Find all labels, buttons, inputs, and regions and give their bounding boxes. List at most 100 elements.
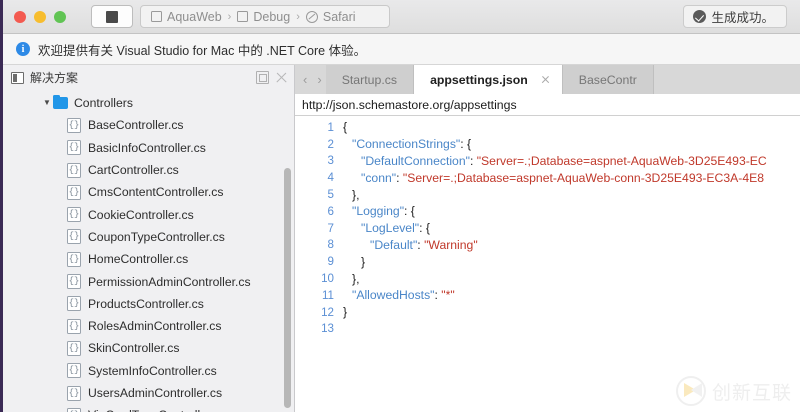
tree-file-usersadmincontroller-cs[interactable]: {} UsersAdminController.cs	[3, 382, 294, 404]
tree-file-basecontroller-cs[interactable]: {}BaseController.cs	[3, 114, 294, 136]
json-value: "Warning"	[424, 237, 478, 252]
stop-button[interactable]	[91, 5, 133, 28]
project-square-icon	[151, 11, 162, 22]
code-line[interactable]: 3"DefaultConnection": "Server=.;Database…	[295, 153, 800, 170]
line-number: 10	[321, 272, 334, 286]
csharp-file-icon: {}	[67, 184, 81, 200]
csharp-file-icon: {}	[67, 229, 81, 245]
tree-file-skincontroller-cs[interactable]: {}SkinController.cs	[3, 337, 294, 359]
json-punctuation: },	[352, 187, 360, 202]
csharp-file-icon: {}	[67, 140, 81, 156]
sidebar-scrollbar[interactable]	[284, 168, 291, 408]
tree-file-cmscontentcontroller-cs[interactable]: {}CmsContentController.cs	[3, 181, 294, 203]
tab-basecontr[interactable]: BaseContr	[562, 65, 654, 94]
csharp-file-icon: {}	[67, 318, 81, 334]
code-line[interactable]: 13	[295, 321, 800, 338]
code-line-text: "conn": "Server=.;Database=aspnet-AquaWe…	[343, 171, 764, 185]
json-key: "conn"	[361, 170, 397, 185]
json-punctuation: : {	[419, 221, 430, 236]
tree-file-basicinfocontroller-cs[interactable]: {}BasicInfoController.cs	[3, 137, 294, 159]
tree-folder-controllers[interactable]: ▼ Controllers	[3, 92, 294, 114]
code-line-text: "Default": "Warning"	[343, 238, 478, 252]
line-number: 13	[321, 322, 334, 336]
code-line-text: },	[343, 272, 359, 286]
nav-forward-icon[interactable]: ›	[317, 72, 322, 87]
code-line[interactable]: 5},	[295, 186, 800, 203]
code-line-text: {	[343, 120, 347, 134]
code-line[interactable]: 4 "conn": "Server=.;Database=aspnet-AquaW…	[295, 169, 800, 186]
code-line-text: },	[343, 188, 359, 202]
code-editor[interactable]: 1{2"ConnectionStrings": {3"DefaultConnec…	[295, 116, 800, 412]
zoom-window-button[interactable]	[54, 10, 66, 23]
tree-item-label: RolesAdminController.cs	[88, 319, 222, 334]
tree-item-label: Controllers	[74, 96, 133, 111]
code-line-text: "Logging": {	[343, 204, 415, 218]
tree-item-label: CookieController.cs	[88, 207, 194, 222]
tree-file-cartcontroller-cs[interactable]: {}CartController.cs	[3, 159, 294, 181]
schema-url-text[interactable]: http://json.schemastore.org/appsettings	[302, 97, 517, 112]
line-number: 4	[327, 171, 334, 185]
line-number: 11	[321, 288, 334, 302]
csharp-file-icon: {}	[67, 363, 81, 379]
folder-icon	[53, 94, 68, 110]
tree-item-label: UsersAdminController.cs	[88, 386, 223, 400]
code-line[interactable]: 1{	[295, 119, 800, 136]
tree-file-rolesadmincontroller-cs[interactable]: {} RolesAdminController.cs	[3, 315, 294, 337]
tree-item-label: VipCardTypeController.cs	[88, 408, 226, 412]
code-line[interactable]: 8"Default": "Warning"	[295, 237, 800, 254]
code-line[interactable]: 10},	[295, 270, 800, 287]
tab-appsettings-json[interactable]: appsettings.json	[414, 65, 563, 94]
tree-file-productscontroller-cs[interactable]: {}ProductsController.cs	[3, 293, 294, 315]
tree-item-label: HomeController.cs	[88, 252, 189, 267]
code-line-text: }	[343, 255, 365, 269]
breadcrumb-project[interactable]: AquaWeb	[167, 9, 222, 24]
title-bar: AquaWeb › Debug › Safari 生成成功。	[3, 0, 800, 34]
tab-startup-cs[interactable]: Startup.cs	[325, 65, 415, 94]
breadcrumb-target[interactable]: Safari	[322, 9, 356, 24]
dock-pad-button[interactable]	[256, 71, 269, 84]
minimize-window-button[interactable]	[34, 10, 46, 23]
tree-item-label: PermissionAdminController.cs	[88, 274, 251, 289]
breadcrumb-separator: ›	[227, 10, 232, 23]
code-line[interactable]: 7"LogLevel": {	[295, 220, 800, 237]
close-pad-button[interactable]	[275, 71, 288, 84]
code-line[interactable]: 12}	[295, 304, 800, 321]
csharp-file-icon: {}	[67, 274, 81, 290]
close-window-button[interactable]	[14, 10, 26, 23]
json-key: "Logging"	[352, 204, 405, 219]
breadcrumb[interactable]: AquaWeb › Debug › Safari	[140, 5, 390, 28]
line-number: 12	[321, 305, 334, 319]
json-value: "Server=.;Database=aspnet-AquaWeb-3D25E4…	[476, 153, 767, 168]
json-punctuation: :	[434, 288, 442, 303]
json-punctuation: }	[343, 305, 348, 320]
tree-file-systeminfocontroller-cs[interactable]: {}SystemInfoController.cs	[3, 360, 294, 382]
nav-back-icon[interactable]: ‹	[303, 72, 308, 87]
tree-file-homecontroller-cs[interactable]: {}HomeController.cs	[3, 248, 294, 270]
json-punctuation: :	[417, 237, 425, 252]
code-line[interactable]: 11"AllowedHosts": "*"	[295, 287, 800, 304]
close-tab-icon[interactable]	[541, 75, 550, 84]
code-line[interactable]: 9}	[295, 253, 800, 270]
json-schema-bar[interactable]: http://json.schemastore.org/appsettings	[295, 94, 800, 116]
status-badge[interactable]: 生成成功。	[683, 5, 787, 28]
json-value: "Server=.;Database=aspnet-AquaWeb-conn-3…	[402, 170, 765, 185]
code-line[interactable]: 2"ConnectionStrings": {	[295, 136, 800, 153]
tree-file-cookiecontroller-cs[interactable]: {}CookieController.cs	[3, 203, 294, 225]
json-punctuation: : {	[460, 137, 472, 152]
tree-file-vipcardtypecontroller-cs[interactable]: {}VipCardTypeController.cs	[3, 404, 294, 412]
tab-label: appsettings.json	[430, 72, 528, 87]
solution-pad-header: 解决方案	[3, 65, 294, 90]
chevron-down-icon[interactable]: ▼	[43, 98, 51, 108]
csharp-file-icon: {}	[67, 385, 81, 401]
code-line[interactable]: 6"Logging": {	[295, 203, 800, 220]
configuration-square-icon	[237, 11, 249, 22]
tab-label: Startup.cs	[341, 72, 398, 87]
tree-file-permissionadmincontroller-cs[interactable]: {} PermissionAdminController.cs	[3, 270, 294, 292]
solution-icon	[11, 71, 24, 84]
tree-file-coupontypecontroller-cs[interactable]: {}CouponTypeController.cs	[3, 226, 294, 248]
tab-list: Startup.cs appsettings.json BaseContr	[325, 65, 654, 94]
breadcrumb-configuration[interactable]: Debug	[253, 9, 291, 24]
csharp-file-icon: {}	[67, 296, 81, 312]
